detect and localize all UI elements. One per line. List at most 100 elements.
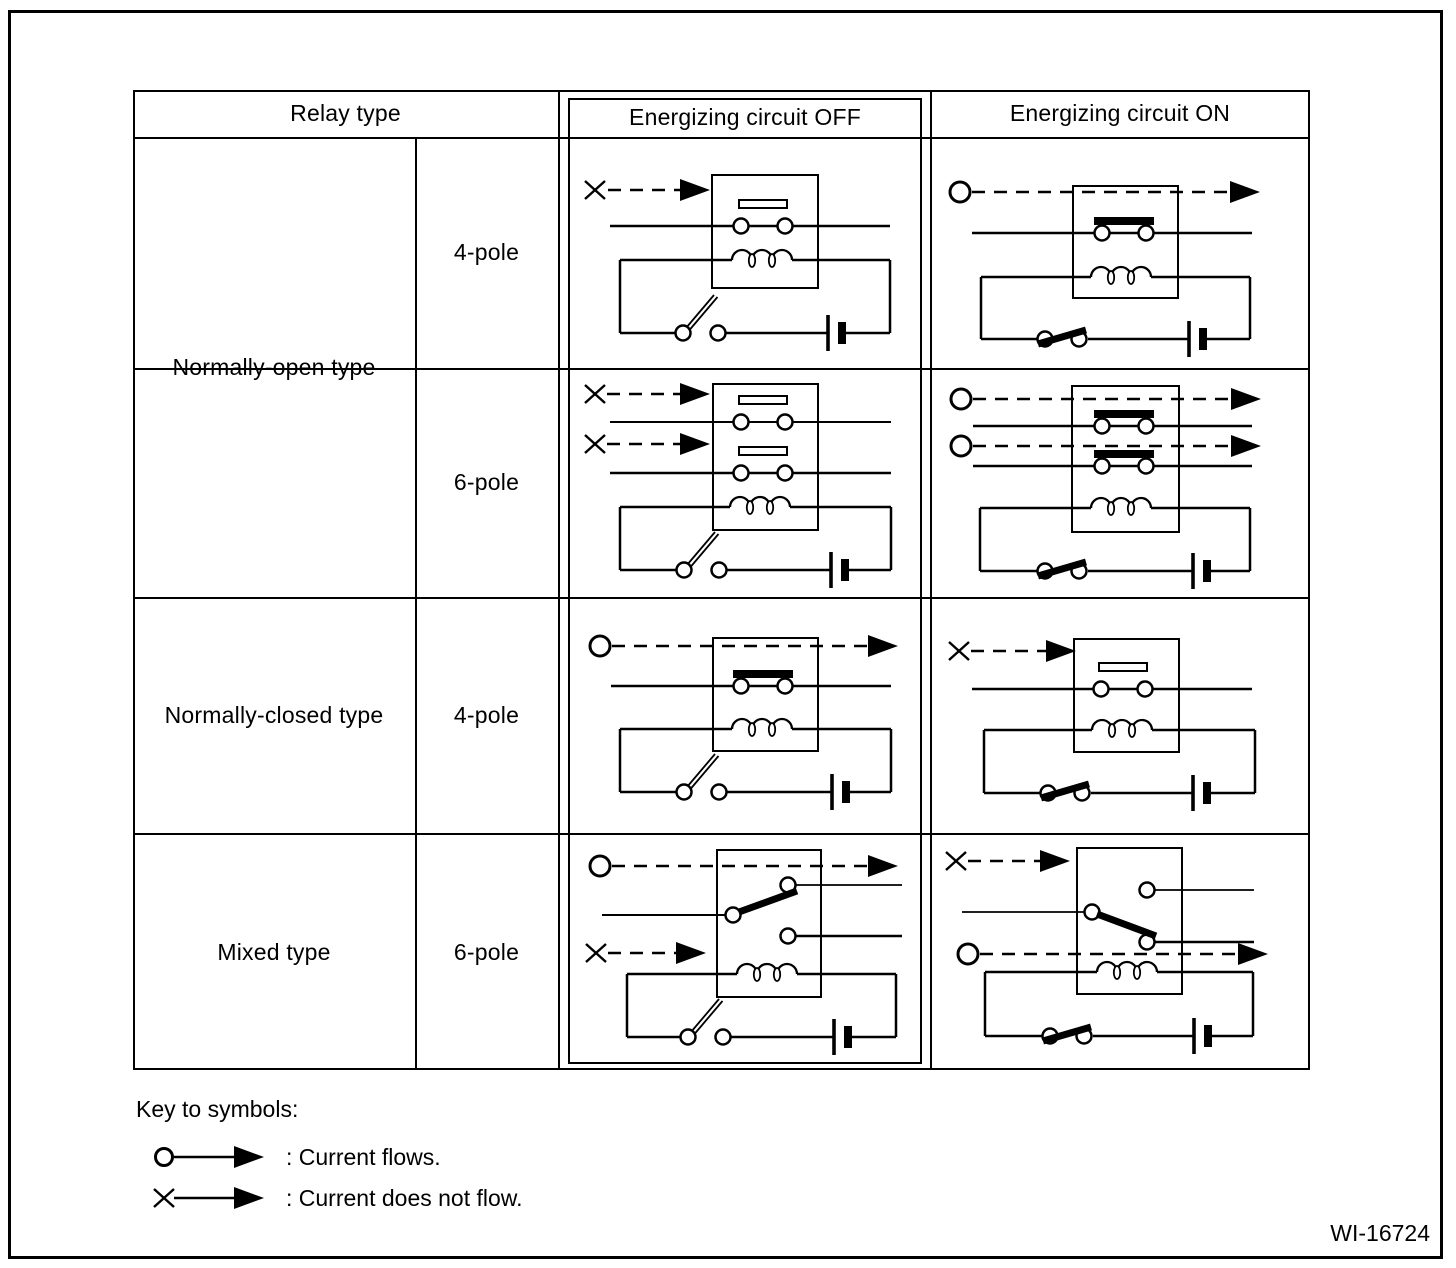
- coil-icon: [730, 248, 794, 268]
- coil-icon: [1095, 960, 1159, 980]
- relay-box: [712, 383, 819, 531]
- open-switch-icon: [674, 294, 727, 342]
- header-energizing-on: Energizing circuit ON: [1009, 100, 1231, 126]
- circuit-normally-closed-4pole-off: [560, 600, 930, 835]
- circuit-mixed-6pole-on: [930, 835, 1310, 1075]
- circuit-mixed-6pole-off: [560, 835, 930, 1075]
- relay-box: [716, 849, 822, 998]
- no-flow-x-icon: [153, 1188, 175, 1208]
- key-label-current-does-not-flow: : Current does not flow.: [286, 1184, 523, 1211]
- relay-box: [1076, 847, 1183, 995]
- relay-box: [1073, 638, 1180, 753]
- open-contact-icon: [732, 395, 794, 431]
- key-label-current-flows: : Current flows.: [286, 1143, 441, 1170]
- coil-circuit: [618, 717, 893, 810]
- coil-circuit: [983, 960, 1255, 1054]
- closed-contact-icon: [1093, 410, 1155, 435]
- no-flow-x-icon: [585, 943, 607, 963]
- changeover-lever-icon: [737, 887, 799, 916]
- battery-icon: [1187, 321, 1207, 357]
- battery-icon: [826, 315, 846, 351]
- header-underline: [133, 137, 1310, 139]
- coil-icon: [1090, 718, 1154, 738]
- relay-box: [1072, 185, 1179, 299]
- open-contact-icon: [1092, 662, 1154, 698]
- flow-arrow-icon: [971, 640, 1076, 662]
- relay-box: [1071, 385, 1180, 533]
- flow-arrow-icon: [612, 855, 898, 877]
- coil-circuit: [979, 265, 1252, 357]
- pole-label-nc-4pole: 4-pole: [453, 701, 520, 728]
- battery-icon: [829, 552, 849, 588]
- energizing-off-column-box: [568, 98, 922, 1064]
- flow-circle-icon: [948, 180, 972, 204]
- row-divider-2: [133, 597, 1310, 599]
- flow-circle-icon: [949, 434, 973, 458]
- no-flow-x-icon: [584, 180, 606, 200]
- coil-circuit: [618, 248, 892, 351]
- closed-switch-icon: [1039, 780, 1091, 802]
- open-contact-icon: [732, 199, 794, 235]
- flow-circle-icon: [154, 1147, 174, 1167]
- closed-switch-icon: [1041, 1023, 1093, 1045]
- flow-arrow-icon: [607, 383, 710, 405]
- flow-circle-icon: [588, 634, 612, 658]
- row-label-normally-closed: Normally-closed type: [164, 701, 384, 728]
- coil-icon: [735, 962, 799, 982]
- closed-switch-icon: [1036, 558, 1088, 580]
- circuit-normally-open-6pole-off: [560, 370, 930, 600]
- closed-contact-icon: [1093, 217, 1155, 242]
- flow-arrow-icon: [608, 179, 710, 201]
- pole-label-no-4pole: 4-pole: [453, 239, 520, 265]
- no-flow-x-icon: [948, 641, 970, 661]
- open-contact-icon: [732, 446, 794, 482]
- flow-arrow-icon: [980, 943, 1268, 965]
- coil-icon: [1089, 496, 1153, 516]
- flow-arrow-icon: [607, 433, 710, 455]
- row-label-normally-open: Normally-open type: [172, 353, 376, 380]
- flow-circle-icon: [949, 387, 973, 411]
- row-label-mixed: Mixed type: [217, 939, 331, 965]
- pole-label-no-6pole: 6-pole: [453, 469, 520, 495]
- open-switch-icon: [679, 998, 732, 1046]
- coil-circuit: [618, 495, 893, 588]
- battery-icon: [832, 1019, 852, 1055]
- closed-contact-icon: [732, 670, 794, 695]
- no-flow-x-icon: [945, 851, 967, 871]
- row-divider-3: [133, 833, 1310, 835]
- flow-arrow-icon: [973, 435, 1261, 457]
- page-border: [8, 10, 1443, 1259]
- circuit-normally-closed-4pole-on: [930, 600, 1310, 835]
- circuit-normally-open-4pole-off: [560, 140, 930, 370]
- changeover-lever-icon: [1095, 910, 1158, 940]
- pole-column-divider: [415, 137, 417, 1070]
- relay-table-border: [133, 90, 1310, 1070]
- battery-icon: [830, 774, 850, 810]
- flow-circle-icon: [588, 854, 612, 878]
- coil-icon: [730, 717, 794, 737]
- flow-arrow-icon: [973, 388, 1261, 410]
- flow-arrow-icon: [968, 850, 1070, 872]
- coil-circuit: [978, 496, 1252, 589]
- coil-circuit: [982, 718, 1257, 811]
- flow-arrow-icon: [612, 635, 898, 657]
- current-does-not-flow-symbol: [152, 1182, 270, 1214]
- closed-contact-icon: [1093, 450, 1155, 475]
- row-divider-1: [133, 368, 1310, 370]
- circuit-normally-open-4pole-on: [930, 140, 1310, 370]
- header-energizing-off: Energizing circuit OFF: [629, 104, 861, 130]
- open-switch-icon: [675, 753, 728, 801]
- battery-icon: [1192, 1018, 1212, 1054]
- coil-icon: [1089, 265, 1153, 285]
- flow-arrow-icon: [608, 942, 706, 964]
- coil-circuit: [625, 962, 898, 1055]
- current-flows-symbol: [152, 1141, 270, 1173]
- header-relay-type: Relay type: [290, 100, 401, 126]
- relay-box: [711, 174, 819, 289]
- battery-icon: [1191, 553, 1211, 589]
- flow-circle-icon: [956, 942, 980, 966]
- no-flow-x-icon: [584, 384, 606, 404]
- coil-icon: [728, 495, 792, 515]
- pole-label-mixed-6pole: 6-pole: [453, 939, 520, 965]
